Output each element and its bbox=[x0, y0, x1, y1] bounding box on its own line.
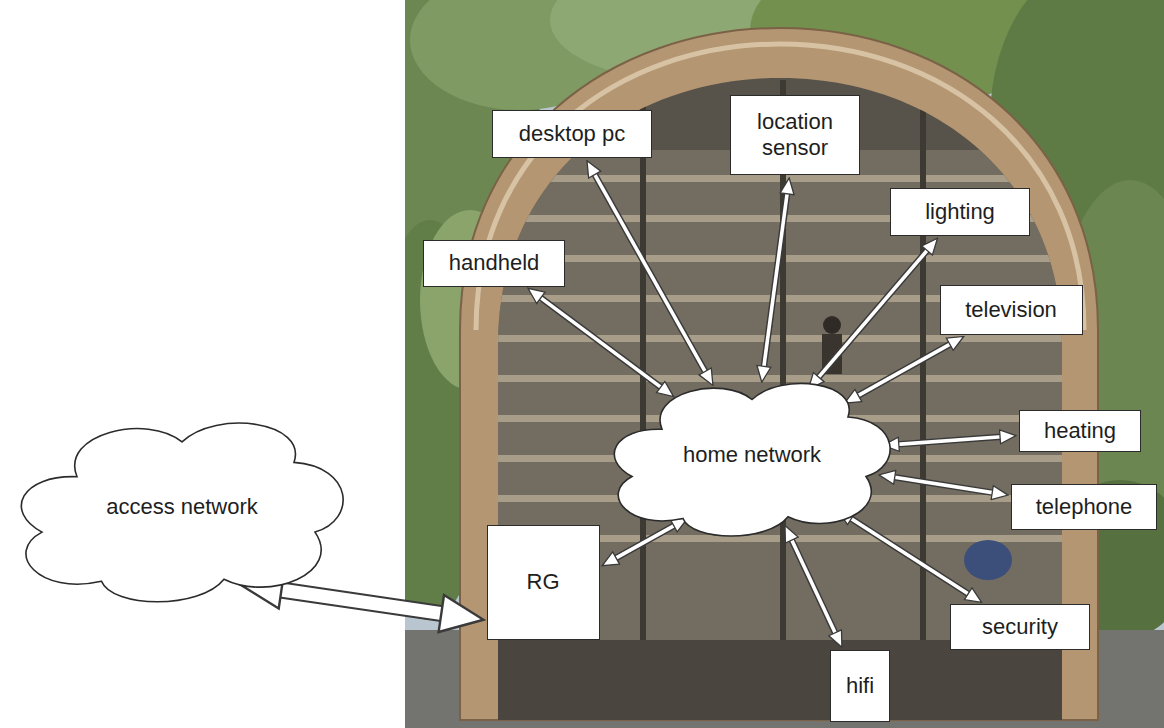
network-cloud: home network bbox=[602, 368, 902, 543]
cloud-shape bbox=[21, 423, 343, 602]
arrow-shaft bbox=[612, 523, 678, 560]
node-label: telephone bbox=[1036, 494, 1133, 520]
device-box: lighting bbox=[890, 188, 1030, 236]
node-label: access network bbox=[106, 494, 258, 520]
arrow-outline bbox=[894, 436, 1005, 444]
connector-arrow bbox=[808, 238, 937, 389]
device-box: hifi bbox=[830, 650, 890, 722]
arrow-shaft bbox=[894, 436, 1005, 444]
arrow-heads bbox=[785, 526, 842, 648]
device-box: handheld bbox=[423, 240, 565, 287]
arrow-heads bbox=[883, 436, 1016, 446]
arrow-shaft bbox=[854, 342, 954, 398]
person bbox=[823, 316, 841, 334]
device-box: location sensor bbox=[730, 95, 860, 175]
device-box: telephone bbox=[1011, 484, 1157, 530]
arrow-outline bbox=[790, 536, 838, 638]
device-box: heating bbox=[1019, 410, 1141, 452]
arrow-shaft bbox=[763, 189, 788, 371]
arrow-shaft bbox=[537, 295, 665, 390]
arrow-heads bbox=[528, 288, 674, 396]
node-label: handheld bbox=[449, 250, 540, 276]
arrow-heads bbox=[844, 336, 963, 403]
connector-arrow bbox=[883, 436, 1016, 446]
device-box: RG bbox=[487, 525, 600, 640]
network-cloud: access network bbox=[7, 405, 357, 610]
arrow-heads bbox=[602, 518, 688, 566]
connector-arrow bbox=[239, 584, 483, 620]
arrow-outline bbox=[890, 477, 997, 494]
arrow-shaft bbox=[890, 477, 997, 494]
node-label: heating bbox=[1044, 418, 1116, 444]
node-label: home network bbox=[683, 442, 821, 468]
arrow-outline bbox=[763, 189, 788, 371]
arrow-heads bbox=[808, 238, 937, 389]
connector-arrow bbox=[762, 178, 789, 382]
node-label: security bbox=[982, 614, 1058, 640]
node-label: RG bbox=[527, 569, 560, 595]
arrow-heads bbox=[838, 510, 982, 602]
house-shell bbox=[460, 28, 1098, 720]
arrow-outline bbox=[612, 523, 678, 560]
connector-arrow bbox=[528, 288, 674, 396]
device-box: television bbox=[940, 285, 1083, 335]
arrow-heads bbox=[762, 178, 789, 382]
arrow-heads bbox=[879, 475, 1008, 495]
node-label: desktop pc bbox=[519, 121, 625, 147]
arrow-outline bbox=[847, 516, 972, 596]
cloud-shape bbox=[614, 383, 890, 536]
arrow-outline bbox=[537, 295, 665, 390]
connector-arrow bbox=[838, 510, 982, 602]
arrow-heads bbox=[587, 161, 713, 386]
arrow-shaft bbox=[790, 536, 838, 638]
connector-arrow bbox=[785, 526, 842, 648]
arrow-shaft bbox=[847, 516, 972, 596]
arrow-outline bbox=[815, 247, 930, 381]
photo bbox=[405, 0, 1164, 728]
node-label: hifi bbox=[846, 673, 874, 699]
arrow-shaft bbox=[815, 247, 930, 381]
arrow-outline bbox=[269, 588, 454, 615]
node-label: location sensor bbox=[741, 109, 849, 162]
connector-arrow bbox=[602, 518, 688, 566]
floor bbox=[498, 640, 1062, 720]
arrow-shaft bbox=[269, 588, 454, 615]
device-box: desktop pc bbox=[492, 110, 652, 158]
arrow-heads bbox=[239, 584, 483, 620]
chair bbox=[964, 540, 1012, 580]
connector-arrow bbox=[844, 336, 963, 403]
device-box: security bbox=[950, 604, 1090, 650]
arrow-outline bbox=[854, 342, 954, 398]
connector-arrow bbox=[587, 161, 713, 386]
connector-arrow bbox=[879, 475, 1008, 495]
node-label: television bbox=[965, 297, 1057, 323]
node-label: lighting bbox=[925, 199, 995, 225]
